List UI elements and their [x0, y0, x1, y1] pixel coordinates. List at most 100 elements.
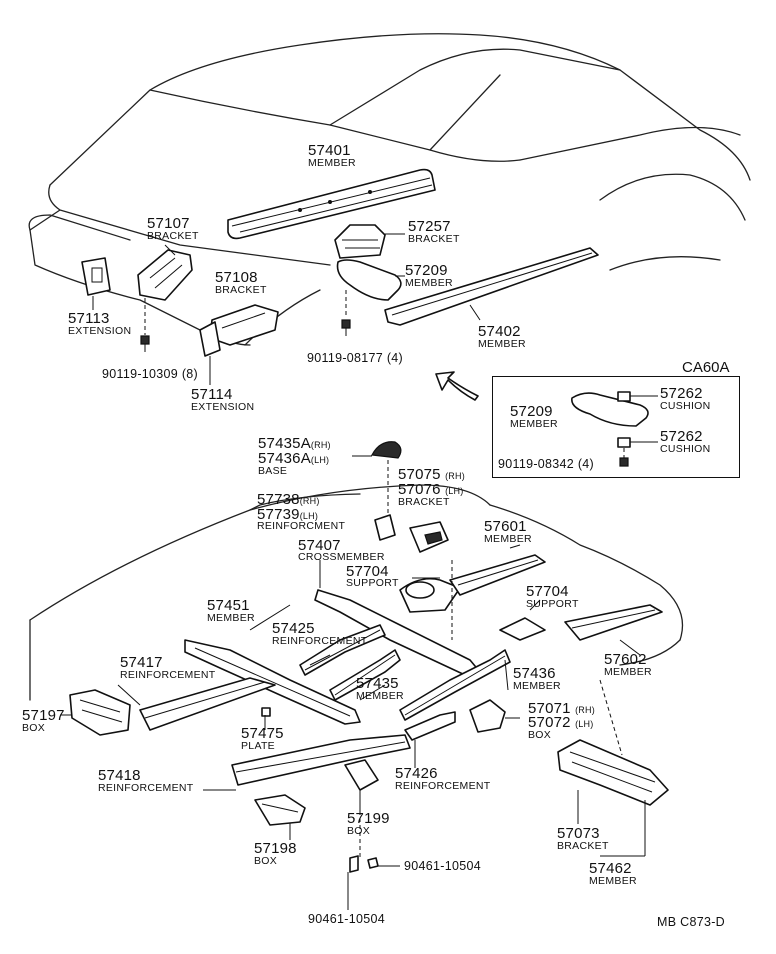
- support-57704-shapes: [452, 560, 545, 640]
- label-57199-name: BOX: [347, 825, 371, 837]
- label-57704a-name: SUPPORT: [346, 577, 399, 589]
- label-57076-number: 57076 (LH): [398, 481, 464, 498]
- label-57426-number: 57426: [395, 765, 438, 782]
- label-57197-name: BOX: [22, 722, 46, 734]
- inset-panel: [492, 376, 740, 478]
- label-57451-name: MEMBER: [207, 612, 255, 624]
- label-57407-number: 57407: [298, 537, 341, 554]
- inset-label-bolt-90119-08342: 90119-08342 (4): [498, 457, 595, 471]
- upper-bolts: [141, 290, 350, 352]
- label-57407-name: CROSSMEMBER: [298, 551, 385, 563]
- label-57425-name: REINFORCEMENT: [272, 635, 368, 647]
- base-57435a-shape: [352, 442, 401, 515]
- label-57418-name: REINFORCEMENT: [98, 782, 194, 794]
- label-57436a-name: BASE: [258, 465, 288, 477]
- label-bolt-90119-10309: 90119-10309 (8): [102, 367, 199, 381]
- label-57072-name: BOX: [528, 729, 552, 741]
- rear-bracket-57073-shape: [558, 680, 668, 805]
- label-57462-number: 57462: [589, 860, 632, 877]
- label-57425-number: 57425: [272, 620, 315, 637]
- inset-artwork: [572, 392, 658, 466]
- label-bolt-90119-08177: 90119-08177 (4): [307, 351, 404, 365]
- label-57073-number: 57073: [557, 825, 600, 842]
- label-57435a-number: 57435A(RH): [258, 435, 331, 452]
- label-57114-number: 57114: [191, 386, 233, 403]
- lower-leader-lines: [60, 545, 645, 856]
- bracket-57257-shape: [335, 225, 385, 258]
- label-57451-number: 57451: [207, 597, 250, 614]
- diagram-code: CA60A: [682, 359, 730, 376]
- label-57198-name: BOX: [254, 855, 278, 867]
- inset-label-57209-number: 57209: [510, 403, 553, 420]
- label-57436-number: 57436: [513, 665, 556, 682]
- plate-57475-shape: [262, 708, 270, 716]
- label-57198-number: 57198: [254, 840, 297, 857]
- label-57072-number: 57072 (LH): [528, 714, 594, 731]
- label-57401-number: 57401: [308, 142, 351, 159]
- extension-57114-shape: [200, 322, 220, 356]
- label-57435-name: MEMBER: [356, 690, 404, 702]
- label-57602-number: 57602: [604, 651, 647, 668]
- label-57462-name: MEMBER: [589, 875, 637, 887]
- inset-label-57262a-name: CUSHION: [660, 400, 711, 412]
- label-57739-name: REINFORCMENT: [257, 520, 346, 532]
- reinforcement-57738-shape: [375, 515, 395, 540]
- label-57209-name: MEMBER: [405, 277, 453, 289]
- frame-rails-center: [300, 625, 510, 740]
- bracket-57107-shape: [138, 245, 192, 300]
- upper-leader-lines: [93, 234, 480, 385]
- label-57076-name: BRACKET: [398, 496, 450, 508]
- label-57073-name: BRACKET: [557, 840, 609, 852]
- label-57113-name: EXTENSION: [68, 325, 132, 337]
- label-57475-number: 57475: [241, 725, 284, 742]
- inset-label-57262a-number: 57262: [660, 385, 703, 402]
- label-57108-number: 57108: [215, 269, 258, 286]
- label-57402-number: 57402: [478, 323, 521, 340]
- label-57113-number: 57113: [68, 310, 110, 327]
- lower-car-body-outline: [30, 485, 683, 700]
- label-57209-number: 57209: [405, 262, 448, 279]
- footer-code: MB C873-D: [657, 915, 725, 929]
- label-57475-name: PLATE: [241, 740, 275, 752]
- member-57401-shape: [228, 170, 435, 239]
- label-57602-name: MEMBER: [604, 666, 652, 678]
- label-57114-name: EXTENSION: [191, 401, 255, 413]
- label-57426-name: REINFORCEMENT: [395, 780, 491, 792]
- label-57107-name: BRACKET: [147, 230, 199, 242]
- label-57199-number: 57199: [347, 810, 390, 827]
- extension-57113-shape: [82, 258, 110, 295]
- member-57602-shape: [565, 605, 662, 640]
- label-57071-number: 57071 (RH): [528, 700, 595, 717]
- label-57601-number: 57601: [484, 518, 527, 535]
- label-57436a-number: 57436A(LH): [258, 450, 330, 467]
- inset-label-57262b-name: CUSHION: [660, 443, 711, 455]
- label-bolt-90461-10504-a: 90461-10504: [404, 859, 481, 873]
- label-bolt-90461-10504-b: 90461-10504: [308, 912, 385, 926]
- label-57417-name: REINFORCEMENT: [120, 669, 216, 681]
- label-57197-number: 57197: [22, 707, 65, 724]
- member-57601-shape: [450, 555, 545, 595]
- label-57418-number: 57418: [98, 767, 141, 784]
- bracket-57075-shape: [410, 522, 448, 552]
- inset-label-57262b-number: 57262: [660, 428, 703, 445]
- label-57401-name: MEMBER: [308, 157, 356, 169]
- box-shapes: [70, 690, 505, 825]
- label-57257-number: 57257: [408, 218, 451, 235]
- label-57107-number: 57107: [147, 215, 190, 232]
- lower-bolts: [348, 790, 400, 910]
- frame-rails-left: [140, 640, 410, 785]
- label-57704a-number: 57704: [346, 563, 389, 580]
- member-57209-shape: [338, 260, 401, 300]
- inset-arrow: [436, 372, 478, 400]
- label-57436-name: MEMBER: [513, 680, 561, 692]
- label-57738-number: 57738(RH): [257, 491, 320, 508]
- label-57108-name: BRACKET: [215, 284, 267, 296]
- label-57402-name: MEMBER: [478, 338, 526, 350]
- bracket-57108-shape: [210, 305, 278, 345]
- label-57704b-name: SUPPORT: [526, 598, 579, 610]
- label-57075-number: 57075 (RH): [398, 466, 465, 483]
- label-57435-number: 57435: [356, 675, 399, 692]
- member-57402-shape: [385, 248, 598, 325]
